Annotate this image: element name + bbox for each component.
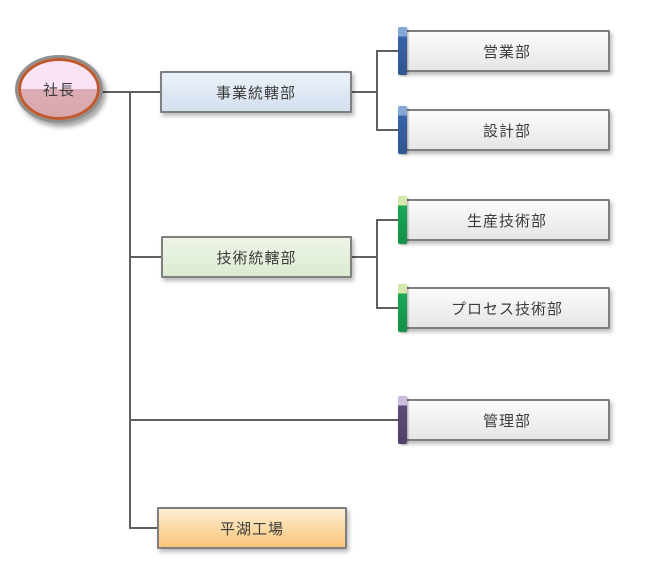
node-sales-dept: 営業部 [398,27,610,75]
node-production-tech-dept: 生産技術部 [398,196,610,244]
tech-division-label: 技術統轄部 [216,249,297,267]
connector-stub-design-dept [376,129,400,131]
connector-president-to-trunk [101,91,161,93]
accent-tab-green [398,284,407,332]
production-tech-dept-box: 生産技術部 [404,199,610,241]
node-design-dept: 設計部 [398,106,610,154]
connector-business-children-vertical [376,50,378,131]
connector-branch-tech-division [129,256,162,258]
business-division-label: 事業統轄部 [215,84,296,102]
connector-tech-children-vertical [376,219,378,309]
accent-tab-blue [398,27,407,75]
connector-stub-production-tech-dept [376,219,400,221]
sales-dept-label: 営業部 [482,43,531,61]
president-ellipse-shape: 社長 [18,58,100,120]
connector-branch-admin-dept [129,419,400,421]
connector-trunk-vertical [129,91,131,529]
node-business-division: 事業統轄部 [160,71,352,113]
design-dept-box: 設計部 [404,109,610,151]
node-hirako-plant: 平湖工場 [157,507,347,549]
connector-stub-process-tech-dept [376,307,400,309]
node-tech-division: 技術統轄部 [161,236,352,278]
admin-dept-box: 管理部 [404,399,610,441]
connector-branch-plant [129,527,159,529]
connector-business-division-out [352,91,378,93]
node-president: 社長 [15,55,103,123]
hirako-plant-label: 平湖工場 [219,520,284,538]
accent-tab-purple [398,396,407,444]
president-label: 社長 [42,81,75,99]
connector-tech-division-out [352,256,378,258]
process-tech-dept-label: プロセス技術部 [450,300,563,318]
accent-tab-green [398,196,407,244]
process-tech-dept-box: プロセス技術部 [404,287,610,329]
node-admin-dept: 管理部 [398,396,610,444]
connector-stub-sales-dept [376,50,400,52]
design-dept-label: 設計部 [482,122,531,140]
production-tech-dept-label: 生産技術部 [466,212,547,230]
sales-dept-box: 営業部 [404,30,610,72]
admin-dept-label: 管理部 [482,412,531,430]
accent-tab-blue [398,106,407,154]
node-process-tech-dept: プロセス技術部 [398,284,610,332]
